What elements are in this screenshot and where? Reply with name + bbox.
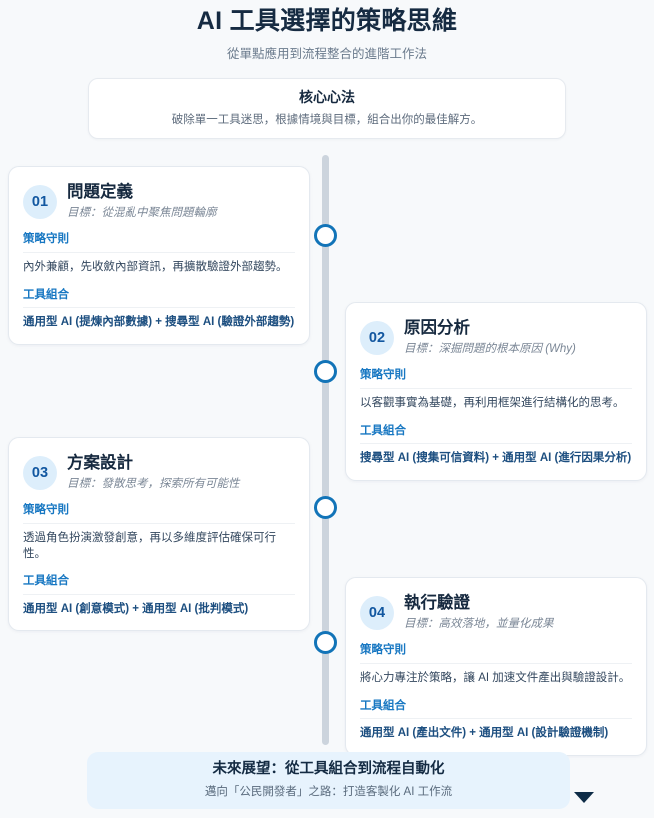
principle-label: 策略守則 — [23, 504, 295, 525]
principle-label: 策略守則 — [360, 644, 632, 665]
step-header: 03 方案設計 目標：發散思考，探索所有可能性 — [23, 454, 295, 491]
step-header: 04 執行驗證 目標：高效落地，並量化成果 — [360, 594, 632, 631]
timeline-dot-2 — [314, 360, 337, 383]
toolset-text: 通用型 AI (創意模式) + 通用型 AI (批判模式) — [23, 602, 249, 615]
step-card-03: 03 方案設計 目標：發散思考，探索所有可能性 策略守則 透過角色扮演激發創意，… — [8, 437, 310, 632]
toolset-label: 工具組合 — [23, 575, 295, 595]
step-goal: 目標：從混亂中聚焦問題輪廓 — [67, 206, 217, 219]
principle-label: 策略守則 — [360, 369, 632, 390]
timeline-line — [322, 155, 329, 745]
principle-label: 策略守則 — [23, 233, 295, 254]
footer-description: 邁向「公民開發者」之路：打造客製化 AI 工作流 — [204, 786, 453, 799]
step-title: 原因分析 — [404, 319, 470, 337]
step-goal: 目標：深掘問題的根本原因 (Why) — [404, 342, 576, 355]
toolset-label: 工具組合 — [23, 289, 295, 309]
step-goal: 目標：高效落地，並量化成果 — [404, 617, 554, 630]
step-goal: 目標：發散思考，探索所有可能性 — [67, 477, 240, 490]
core-concept-description: 破除單一工具迷思，根據情境與目標，組合出你的最佳解方。 — [171, 113, 483, 126]
step-number-badge: 01 — [23, 185, 57, 219]
toolset-text: 搜尋型 AI (搜集可信資料) + 通用型 AI (進行因果分析) — [360, 452, 632, 465]
step-title: 執行驗證 — [404, 594, 470, 612]
core-concept-card: 核心心法 破除單一工具迷思，根據情境與目標，組合出你的最佳解方。 — [88, 78, 566, 139]
step-heading-text: 問題定義 目標：從混亂中聚焦問題輪廓 — [67, 183, 217, 220]
step-number-badge: 03 — [23, 456, 57, 490]
principle-text: 將心力專注於策略，讓 AI 加速文件產出與驗證設計。 — [360, 672, 631, 685]
step-heading-text: 原因分析 目標：深掘問題的根本原因 (Why) — [404, 319, 576, 356]
step-title: 方案設計 — [67, 454, 133, 472]
header: AI 工具選擇的策略思維 從單點應用到流程整合的進階工作法 — [0, 0, 654, 63]
step-card-01: 01 問題定義 目標：從混亂中聚焦問題輪廓 策略守則 內外兼顧，先收斂內部資訊，… — [8, 166, 310, 345]
toolset-text: 通用型 AI (提煉內部數據) + 搜尋型 AI (驗證外部趨勢) — [23, 316, 295, 329]
chevron-down-icon[interactable] — [572, 790, 596, 806]
step-heading-text: 方案設計 目標：發散思考，探索所有可能性 — [67, 454, 240, 491]
step-header: 01 問題定義 目標：從混亂中聚焦問題輪廓 — [23, 183, 295, 220]
principle-text: 透過角色扮演激發創意，再以多維度評估確保可行性。 — [23, 532, 276, 560]
principle-text: 內外兼顧，先收斂內部資訊，再擴散驗證外部趨勢。 — [23, 261, 288, 274]
step-heading-text: 執行驗證 目標：高效落地，並量化成果 — [404, 594, 554, 631]
principle-text: 以客觀事實為基礎，再利用框架進行結構化的思考。 — [360, 397, 625, 410]
step-header: 02 原因分析 目標：深掘問題的根本原因 (Why) — [360, 319, 632, 356]
toolset-text: 通用型 AI (產出文件) + 通用型 AI (設計驗證機制) — [360, 727, 609, 740]
step-title: 問題定義 — [67, 183, 133, 201]
step-card-04: 04 執行驗證 目標：高效落地，並量化成果 策略守則 將心力專注於策略，讓 AI… — [345, 577, 647, 756]
toolset-label: 工具組合 — [360, 700, 632, 720]
future-outlook-banner: 未來展望：從工具組合到流程自動化 邁向「公民開發者」之路：打造客製化 AI 工作… — [87, 752, 570, 809]
page-subtitle: 從單點應用到流程整合的進階工作法 — [226, 47, 427, 62]
core-concept-title: 核心心法 — [299, 89, 355, 106]
timeline-dot-3 — [314, 496, 337, 519]
step-number-badge: 04 — [360, 596, 394, 630]
footer-title: 未來展望：從工具組合到流程自動化 — [212, 760, 445, 777]
step-card-02: 02 原因分析 目標：深掘問題的根本原因 (Why) 策略守則 以客觀事實為基礎… — [345, 302, 647, 481]
timeline-dot-4 — [314, 631, 337, 654]
toolset-label: 工具組合 — [360, 425, 632, 445]
page-title: AI 工具選擇的策略思維 — [196, 7, 458, 35]
step-number-badge: 02 — [360, 321, 394, 355]
timeline-dot-1 — [314, 224, 337, 247]
